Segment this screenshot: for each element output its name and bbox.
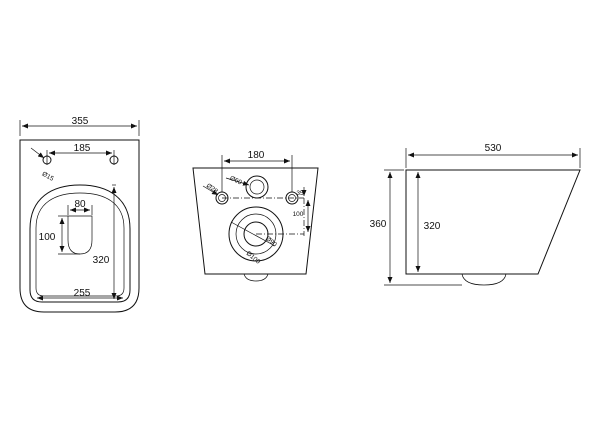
inner-rim xyxy=(35,192,125,297)
bowl-outline xyxy=(19,139,140,313)
rear-body xyxy=(192,167,319,275)
side-body xyxy=(405,169,581,275)
side-foot xyxy=(461,273,507,286)
dim-drain-outer: Ø100 xyxy=(245,250,262,266)
dim-hole-diameter: Ø15 xyxy=(41,171,55,183)
dim-hole-spacing: 185 xyxy=(74,143,91,154)
front-view: 355 185 Ø15 80 100 320 255 xyxy=(19,116,140,313)
side-view: 530 360 320 xyxy=(370,143,581,286)
dim-offset-large: 100 xyxy=(293,211,304,218)
dim-offset-small: 35 xyxy=(296,190,304,197)
dim-small-pipe: Ø28 xyxy=(205,182,219,195)
dim-inlet-spacing: 180 xyxy=(248,150,265,161)
seat-opening xyxy=(29,184,131,303)
dim-inlet-pipe: Ø60 xyxy=(229,175,243,187)
dim-length: 530 xyxy=(485,143,502,154)
dim-total-height: 360 xyxy=(370,219,387,230)
dim-seat-width: 255 xyxy=(74,288,91,299)
dim-seat-depth: 320 xyxy=(93,255,110,266)
dim-outlet-width: 80 xyxy=(74,199,86,210)
dim-bowl-height: 320 xyxy=(424,221,441,232)
dim-outlet-height: 100 xyxy=(39,232,56,243)
outlet-shape xyxy=(67,215,93,255)
dim-overall-width: 355 xyxy=(72,116,89,127)
inlet-inner xyxy=(249,179,265,195)
rear-view: 180 Ø28 Ø60 Ø90 Ø100 35 100 xyxy=(192,150,319,282)
inlet-outer xyxy=(245,175,269,199)
rear-foot xyxy=(243,273,269,282)
